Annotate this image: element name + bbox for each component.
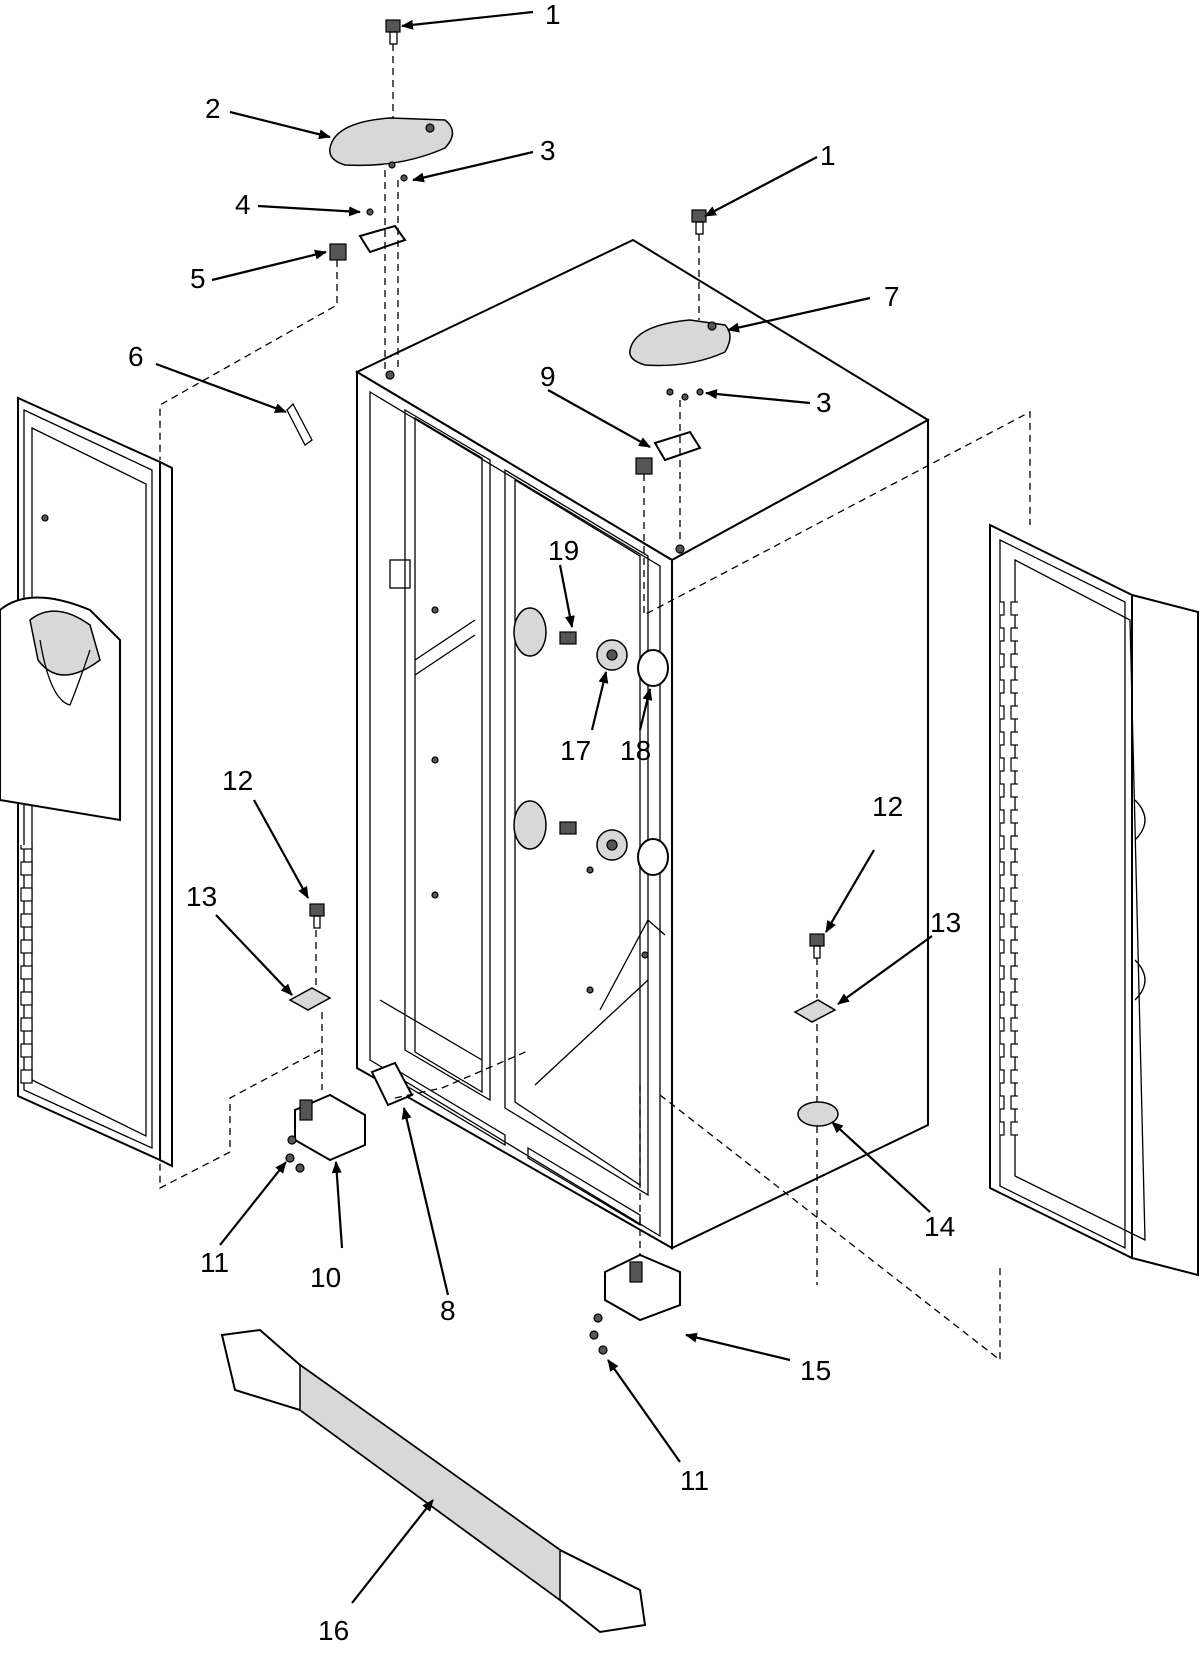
lower-hinge-parts-right [793, 933, 837, 1023]
upper-hinge-right [635, 430, 702, 475]
callout-13: 13 [930, 907, 961, 938]
screw-top-right [691, 209, 707, 235]
toe-grille [220, 1328, 647, 1634]
fresh-food-door [989, 523, 1199, 1277]
callout-5: 5 [190, 263, 206, 294]
callout-10: 10 [310, 1262, 341, 1293]
refrigerator-cabinet [354, 238, 930, 1250]
lower-hinge-right [589, 1253, 681, 1355]
callout-2: 2 [205, 93, 221, 124]
callout-7: 7 [884, 281, 900, 312]
freezer-door [0, 396, 173, 1168]
lower-hinge-left [285, 1093, 366, 1173]
clip-part-6 [286, 402, 313, 446]
callout-3: 3 [540, 135, 556, 166]
callout-11: 11 [200, 1247, 229, 1278]
callout-17: 17 [560, 735, 591, 766]
callout-13: 13 [186, 881, 217, 912]
callout-6: 6 [128, 341, 144, 372]
callout-12: 12 [222, 765, 253, 796]
washer-part-14 [797, 1101, 839, 1127]
callout-3: 3 [816, 387, 832, 418]
callout-1: 1 [820, 140, 836, 171]
callout-11: 11 [680, 1465, 709, 1496]
callout-labels: 1 2 3 1 4 5 7 6 9 3 19 17 18 12 12 13 13… [128, 0, 961, 1646]
callout-1: 1 [545, 0, 561, 30]
leader-arrows [155, 10, 933, 1604]
callout-16: 16 [318, 1615, 349, 1646]
upper-hinge-left [329, 224, 407, 261]
callout-15: 15 [800, 1355, 831, 1386]
screw-top-left [385, 19, 401, 45]
hinge-cover-right [629, 319, 731, 367]
assembly-guide-lines [159, 44, 1031, 1362]
lower-hinge-parts-left [288, 903, 332, 1011]
callout-4: 4 [235, 189, 251, 220]
callout-18: 18 [620, 735, 651, 766]
callout-14: 14 [924, 1211, 955, 1242]
callout-19: 19 [548, 535, 579, 566]
callout-9: 9 [540, 361, 556, 392]
hinge-cover-left [329, 117, 454, 167]
callout-8: 8 [440, 1295, 456, 1326]
callout-12: 12 [872, 791, 903, 822]
